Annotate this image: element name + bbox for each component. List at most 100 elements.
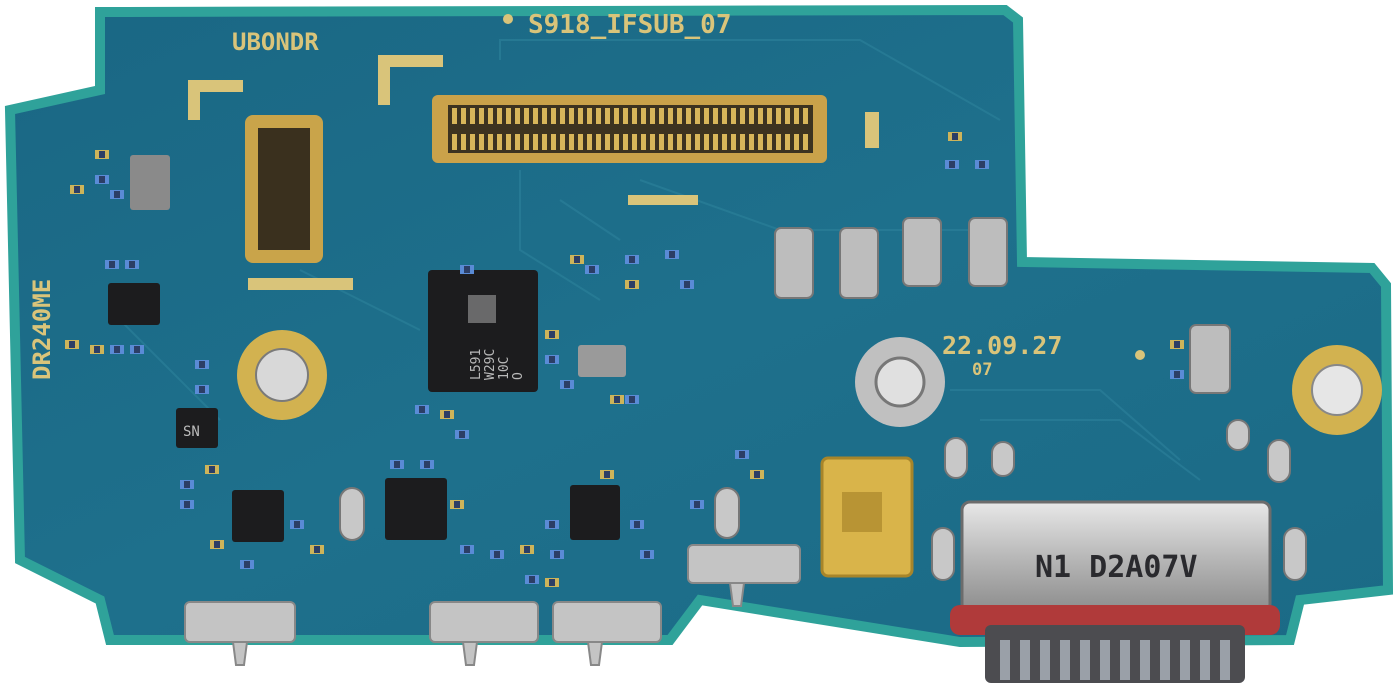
- connector-pin: [614, 134, 619, 150]
- smd-body: [669, 251, 675, 258]
- connector-pin: [776, 134, 781, 150]
- smd-body: [589, 266, 595, 273]
- connector-pin: [533, 134, 538, 150]
- connector-pin: [587, 108, 592, 124]
- connector-pin: [578, 134, 583, 150]
- silk-label-date-sub: 07: [972, 360, 992, 380]
- smd-body: [634, 521, 640, 528]
- connector-pin: [758, 134, 763, 150]
- smd-body: [549, 356, 555, 363]
- usb-pin: [1200, 640, 1210, 680]
- chip-marking-line: O: [511, 372, 526, 380]
- silk-corner-marks: [188, 55, 879, 290]
- connector-pin: [488, 108, 493, 124]
- usb-pin: [1140, 640, 1150, 680]
- usb-pin: [1020, 640, 1030, 680]
- connector-pin: [506, 108, 511, 124]
- side-connector: [245, 115, 323, 263]
- connector-pin: [569, 134, 574, 150]
- connector-pin: [605, 134, 610, 150]
- connector-pin: [713, 134, 718, 150]
- smd-body: [424, 461, 430, 468]
- board-to-board-connector: [432, 95, 827, 163]
- smd-body: [1174, 371, 1180, 378]
- smd-body: [214, 541, 220, 548]
- connector-pin: [677, 108, 682, 124]
- smd-body: [99, 176, 105, 183]
- connector-pin: [596, 134, 601, 150]
- smd-body: [949, 161, 955, 168]
- connector-pin: [578, 108, 583, 124]
- oval-pads: [339, 419, 1307, 581]
- connector-pin: [461, 134, 466, 150]
- smd-body: [694, 501, 700, 508]
- smd-body: [209, 466, 215, 473]
- connector-pin: [659, 108, 664, 124]
- smd-body: [549, 579, 555, 586]
- smd-body: [99, 151, 105, 158]
- connector-pin: [452, 108, 457, 124]
- connector-pin: [605, 108, 610, 124]
- connector-pin: [722, 108, 727, 124]
- smd-body: [574, 256, 580, 263]
- connector-pin: [749, 134, 754, 150]
- connector-pin: [731, 134, 736, 150]
- smd-body: [684, 281, 690, 288]
- smd-body: [394, 461, 400, 468]
- smd-body: [952, 133, 958, 140]
- connector-pin: [623, 134, 628, 150]
- silk-label-ubondr: UBONDR: [232, 28, 319, 56]
- connector-pin: [488, 134, 493, 150]
- smd-body: [644, 551, 650, 558]
- smd-body: [134, 346, 140, 353]
- connector-pin: [596, 108, 601, 124]
- smd-body: [549, 521, 555, 528]
- smd-body: [614, 396, 620, 403]
- connector-pin: [497, 108, 502, 124]
- connector-pin: [740, 108, 745, 124]
- smd-body: [199, 386, 205, 393]
- smd-body: [564, 381, 570, 388]
- connector-pin: [650, 108, 655, 124]
- smd-body: [524, 546, 530, 553]
- connector-pin: [497, 134, 502, 150]
- connector-pin: [803, 108, 808, 124]
- connector-pin: [587, 134, 592, 150]
- connector-pin: [551, 134, 556, 150]
- smd-body: [74, 186, 80, 193]
- silk-label-side: DR240ME: [28, 279, 56, 380]
- smd-body: [109, 261, 115, 268]
- smd-body: [244, 561, 250, 568]
- connector-pin: [767, 108, 772, 124]
- connector-pin: [524, 108, 529, 124]
- usb-pin: [1100, 640, 1110, 680]
- connector-pin: [479, 108, 484, 124]
- usb-pin: [1220, 640, 1230, 680]
- smd-body: [629, 256, 635, 263]
- smd-body: [1174, 341, 1180, 348]
- chip-marking-line: W29C: [483, 349, 498, 380]
- smd-components: [65, 132, 1184, 587]
- connector-pin: [533, 108, 538, 124]
- connector-pin: [452, 134, 457, 150]
- connector-pin: [659, 134, 664, 150]
- small-ic-chips: [108, 155, 626, 542]
- silk-dot: [503, 14, 513, 24]
- smd-body: [529, 576, 535, 583]
- silk-label-model: S918_IFSUB_07: [528, 10, 732, 40]
- usb-c-port: N1 D2A07V: [950, 500, 1280, 683]
- microphone: [820, 456, 914, 578]
- smd-body: [114, 191, 120, 198]
- connector-pin: [668, 108, 673, 124]
- usb-pin: [1060, 640, 1070, 680]
- connector-pin: [695, 108, 700, 124]
- connector-pin: [614, 108, 619, 124]
- connector-pin: [641, 108, 646, 124]
- connector-pin: [794, 134, 799, 150]
- connector-pin: [740, 134, 745, 150]
- smd-body: [444, 411, 450, 418]
- connector-pin: [470, 134, 475, 150]
- smd-body: [294, 521, 300, 528]
- smd-body: [464, 546, 470, 553]
- usb-pin: [1120, 640, 1130, 680]
